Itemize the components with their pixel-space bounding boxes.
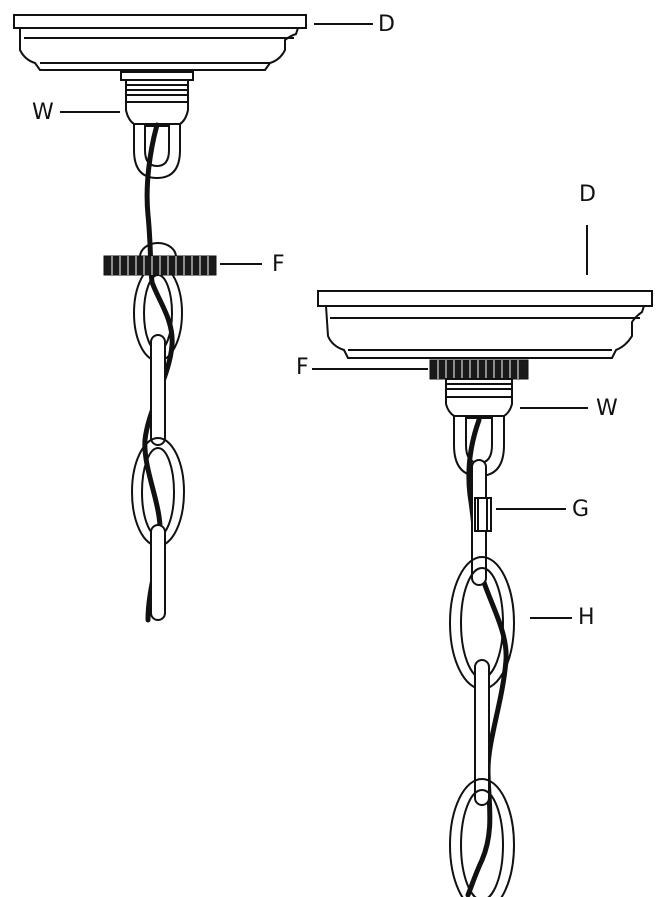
knurled-nut-left: [103, 255, 217, 276]
label-d-top: D: [378, 12, 395, 37]
label-d-right: D: [579, 182, 596, 207]
thread-left: [125, 79, 189, 103]
canopy-top: [13, 14, 307, 71]
label-h: H: [578, 605, 595, 630]
label-f-right: F: [296, 355, 309, 380]
left-assembly: D W F: [13, 12, 395, 623]
label-g: G: [572, 497, 589, 522]
label-w-left: W: [32, 100, 54, 125]
thread-right: [445, 378, 513, 398]
loop-nipple-right: [445, 378, 513, 478]
wire-right: [465, 417, 509, 897]
canopy-right: [317, 290, 653, 359]
knurled-nut-right: [429, 359, 529, 380]
chain-right: [449, 459, 515, 897]
label-w-right: W: [596, 396, 618, 421]
label-f-left: F: [272, 252, 285, 277]
right-assembly: D F W G H: [296, 182, 653, 897]
